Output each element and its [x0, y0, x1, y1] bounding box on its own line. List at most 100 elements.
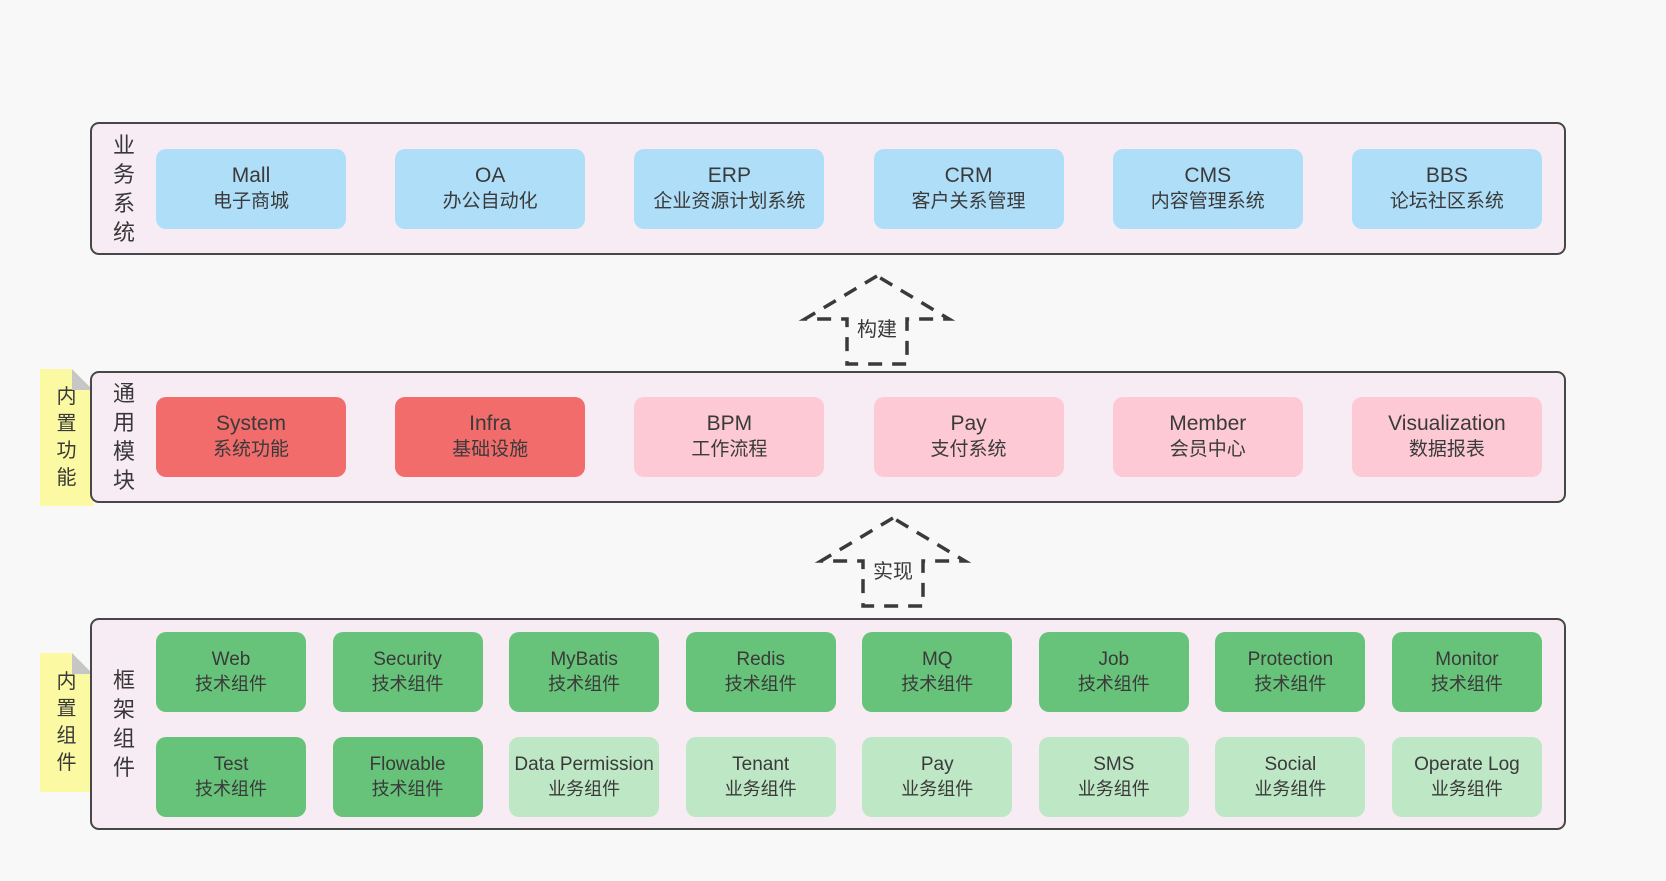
box-subtitle: 技术组件	[195, 778, 267, 799]
box-subtitle: 业务组件	[548, 778, 621, 799]
box-title: Web	[211, 648, 251, 670]
box-subtitle: 支付系统	[930, 439, 1007, 460]
implement-arrow-label: 实现	[870, 555, 916, 584]
box-title: Mall	[231, 163, 271, 187]
sticky-note-built-in-components: 内置组件	[40, 653, 93, 792]
box-title: MQ	[921, 648, 953, 670]
box-subtitle: 系统功能	[212, 439, 289, 460]
box-subtitle: 基础设施	[452, 439, 529, 460]
box-title: Member	[1169, 412, 1247, 435]
box-title: Redis	[736, 648, 785, 670]
box-title: SMS	[1093, 753, 1135, 775]
component-box: Web 技术组件	[156, 631, 306, 712]
module-box: Pay 支付系统	[873, 397, 1064, 477]
business-system-box: BBS 论坛社区系统	[1351, 148, 1542, 229]
box-title: Data Permission	[514, 753, 654, 775]
box-title: System	[215, 412, 286, 435]
box-title: Pay	[920, 753, 954, 775]
box-title: Security	[373, 648, 442, 670]
component-box: Protection 技术组件	[1215, 631, 1366, 712]
component-box: Pay 业务组件	[862, 736, 1013, 817]
box-title: Test	[213, 753, 249, 775]
panel-side-label: 业务系统	[112, 132, 135, 245]
box-title: Pay	[950, 412, 987, 435]
box-subtitle: 技术组件	[724, 673, 797, 694]
box-subtitle: 会员中心	[1169, 439, 1246, 460]
box-title: Tenant	[732, 753, 790, 775]
box-subtitle: 业务组件	[1254, 778, 1327, 799]
box-title: Operate Log	[1414, 753, 1520, 775]
box-subtitle: 企业资源计划系统	[653, 190, 806, 212]
box-subtitle: 业务组件	[1430, 778, 1503, 799]
component-box: MQ 技术组件	[862, 631, 1013, 712]
component-box: SMS 业务组件	[1038, 736, 1189, 817]
box-title: Visualization	[1388, 412, 1506, 435]
box-subtitle: 技术组件	[195, 673, 267, 694]
box-title: OA	[475, 163, 506, 187]
box-subtitle: 技术组件	[371, 673, 444, 694]
sticky-note-label: 内置功能	[56, 385, 77, 489]
module-box: Visualization 数据报表	[1351, 397, 1542, 477]
box-subtitle: 业务组件	[724, 778, 797, 799]
box-subtitle: 技术组件	[1077, 673, 1150, 694]
box-subtitle: 办公自动化	[442, 190, 538, 212]
component-box: Data Permission 业务组件	[509, 736, 660, 817]
component-box: Operate Log 业务组件	[1391, 736, 1542, 817]
component-box: Security 技术组件	[332, 631, 483, 712]
box-title: Infra	[469, 412, 512, 435]
box-subtitle: 工作流程	[691, 439, 768, 460]
component-box: Tenant 业务组件	[685, 736, 836, 817]
module-box: Infra 基础设施	[395, 397, 586, 477]
sticky-note-label: 内置组件	[56, 670, 77, 774]
component-box: Flowable 技术组件	[332, 736, 483, 817]
business-system-box: OA 办公自动化	[395, 148, 586, 229]
implement-arrow: 实现	[813, 514, 973, 608]
build-arrow: 构建	[797, 272, 957, 366]
box-subtitle: 业务组件	[901, 778, 974, 799]
box-subtitle: 业务组件	[1077, 778, 1150, 799]
box-title: CMS	[1184, 163, 1232, 187]
dashed-up-arrow-icon	[814, 515, 972, 608]
box-title: Monitor	[1435, 648, 1499, 670]
business-system-box: Mall 电子商城	[156, 148, 346, 229]
panel-side-label: 框架组件	[112, 668, 135, 780]
business-system-box: CRM 客户关系管理	[873, 148, 1064, 229]
box-title: Job	[1098, 648, 1130, 670]
box-subtitle: 数据报表	[1408, 439, 1485, 460]
box-title: CRM	[944, 163, 993, 187]
box-subtitle: 技术组件	[1430, 673, 1503, 694]
box-title: Flowable	[369, 753, 446, 775]
build-arrow-label: 构建	[854, 313, 900, 342]
box-subtitle: 技术组件	[548, 673, 621, 694]
component-box: Redis 技术组件	[685, 631, 836, 712]
sticky-note-built-in-features: 内置功能	[40, 369, 93, 506]
box-subtitle: 电子商城	[212, 190, 289, 212]
box-subtitle: 技术组件	[1254, 673, 1327, 694]
box-subtitle: 论坛社区系统	[1389, 190, 1504, 212]
box-title: MyBatis	[550, 648, 618, 670]
module-box: System 系统功能	[156, 397, 346, 477]
component-box: Job 技术组件	[1038, 631, 1189, 712]
box-subtitle: 客户关系管理	[911, 190, 1026, 212]
component-box: Test 技术组件	[156, 736, 306, 817]
box-title: Protection	[1247, 648, 1334, 670]
component-box: Monitor 技术组件	[1391, 631, 1542, 712]
dashed-up-arrow-icon	[798, 273, 956, 366]
module-box: Member 会员中心	[1112, 397, 1303, 477]
box-subtitle: 技术组件	[901, 673, 974, 694]
component-box: MyBatis 技术组件	[509, 631, 660, 712]
box-title: BBS	[1425, 163, 1468, 187]
box-subtitle: 技术组件	[371, 778, 444, 799]
